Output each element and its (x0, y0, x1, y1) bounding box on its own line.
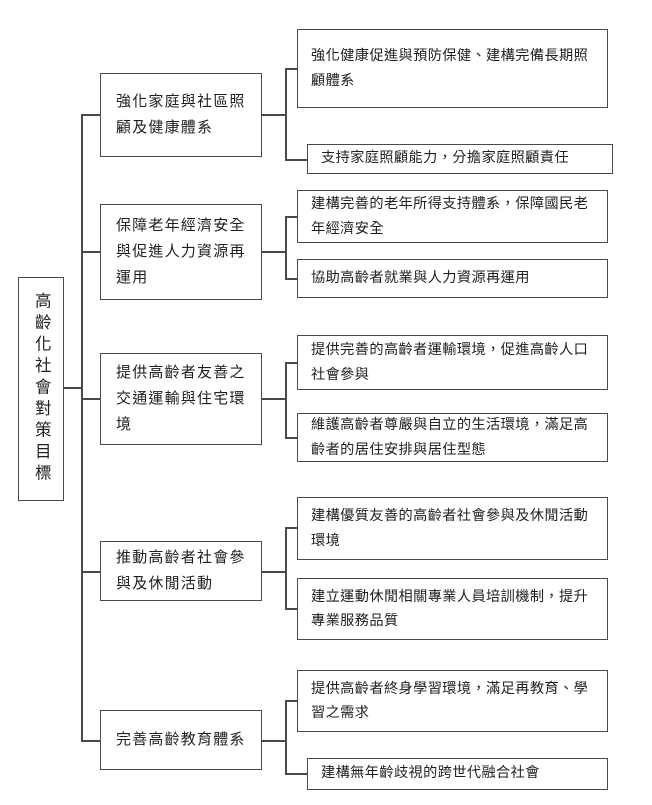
edge-root-to-branch-2 (81, 251, 101, 253)
branch-node-1[interactable]: 強化家庭與社區照顧及健康體系 (100, 73, 262, 157)
branch-node-2-label: 保障老年經濟安全與促進人力資源再運用 (116, 216, 246, 286)
edge-branch-3-stub (262, 398, 286, 400)
branch-node-3[interactable]: 提供高齡者友善之交通運輸與住宅環境 (100, 353, 262, 445)
edge-branch-1-to-leaf-2 (285, 159, 308, 161)
edge-branch-4-stub (262, 571, 286, 573)
leaf-node-4-1-label: 建構優質友善的高齡者社會參與及休閒活動環境 (311, 508, 589, 549)
edge-branch-2-stub (262, 251, 286, 253)
edge-branch-2-to-leaf-1 (285, 216, 298, 218)
edge-branch-5-stub (262, 740, 286, 742)
branch-node-5-label: 完善高齡教育體系 (116, 730, 246, 749)
edge-branch-2-spine (285, 216, 287, 279)
leaf-node-3-1[interactable]: 提供完善的高齡者運輸環境，促進高齡人口社會參與 (297, 335, 608, 390)
edge-branch-4-spine (285, 527, 287, 609)
edge-branch-1-to-leaf-1 (285, 68, 298, 70)
leaf-node-5-1[interactable]: 提供高齡者終身學習環境，滿足再教育、學習之需求 (297, 670, 608, 732)
leaf-node-4-1[interactable]: 建構優質友善的高齡者社會參與及休閒活動環境 (297, 497, 608, 560)
leaf-node-3-2-label: 維護高齡者尊嚴與自立的生活環境，滿足高齡者的居住安排與居住型態 (311, 417, 589, 458)
edge-branch-1-stub (262, 114, 286, 116)
edge-root-to-branch-1 (81, 114, 101, 116)
edge-branch-3-to-leaf-2 (285, 437, 298, 439)
edge-root-trunk (81, 114, 83, 741)
leaf-node-5-1-label: 提供高齡者終身學習環境，滿足再教育、學習之需求 (311, 680, 589, 721)
edge-branch-5-spine (285, 700, 287, 774)
branch-node-4-label: 推動高齡者社會參與及休閒活動 (116, 548, 246, 592)
leaf-node-1-2-label: 支持家庭照顧能力，分擔家庭照顧責任 (321, 150, 569, 167)
edge-branch-2-to-leaf-2 (285, 278, 298, 280)
branch-node-4[interactable]: 推動高齡者社會參與及休閒活動 (100, 541, 262, 601)
edge-root-to-branch-4 (81, 571, 101, 573)
leaf-node-5-2[interactable]: 建構無年齡歧視的跨世代融合社會 (307, 758, 608, 790)
edge-branch-3-to-leaf-1 (285, 362, 298, 364)
leaf-node-4-2-label: 建立運動休閒相關專業人員培訓機制，提升專業服務品質 (311, 588, 589, 629)
branch-node-2[interactable]: 保障老年經濟安全與促進人力資源再運用 (100, 204, 262, 300)
edge-branch-4-to-leaf-1 (285, 527, 298, 529)
edge-branch-5-to-leaf-2 (285, 773, 308, 775)
edge-branch-4-to-leaf-2 (285, 608, 298, 610)
leaf-node-2-1-label: 建構完善的老年所得支持體系，保障國民老年經濟安全 (311, 196, 589, 237)
branch-node-5[interactable]: 完善高齡教育體系 (100, 710, 262, 770)
leaf-node-1-1[interactable]: 強化健康促進與預防保健、建構完備長期照顧體系 (297, 29, 608, 108)
root-node-label: 高齡化社會對策目標 (32, 292, 52, 486)
edge-branch-5-to-leaf-1 (285, 700, 298, 702)
leaf-node-2-2-label: 協助高齡者就業與人力資源再運用 (311, 269, 530, 286)
leaf-node-2-1[interactable]: 建構完善的老年所得支持體系，保障國民老年經濟安全 (297, 190, 608, 243)
leaf-node-2-2[interactable]: 協助高齡者就業與人力資源再運用 (297, 259, 608, 298)
edge-branch-1-spine (285, 68, 287, 161)
leaf-node-3-2[interactable]: 維護高齡者尊嚴與自立的生活環境，滿足高齡者的居住安排與居住型態 (297, 413, 608, 462)
branch-node-1-label: 強化家庭與社區照顧及健康體系 (116, 92, 246, 136)
leaf-node-1-1-label: 強化健康促進與預防保健、建構完備長期照顧體系 (311, 48, 589, 89)
branch-node-3-label: 提供高齡者友善之交通運輸與住宅環境 (116, 363, 246, 433)
leaf-node-5-2-label: 建構無年齡歧視的跨世代融合社會 (321, 765, 540, 782)
edge-root-stub (63, 387, 82, 389)
leaf-node-1-2[interactable]: 支持家庭照顧能力，分擔家庭照顧責任 (307, 144, 613, 174)
edge-root-to-branch-5 (81, 740, 101, 742)
edge-branch-3-spine (285, 362, 287, 438)
root-node[interactable]: 高齡化社會對策目標 (18, 277, 64, 501)
edge-root-to-branch-3 (81, 398, 101, 400)
leaf-node-4-2[interactable]: 建立運動休閒相關專業人員培訓機制，提升專業服務品質 (297, 578, 608, 640)
leaf-node-3-1-label: 提供完善的高齡者運輸環境，促進高齡人口社會參與 (311, 342, 589, 383)
